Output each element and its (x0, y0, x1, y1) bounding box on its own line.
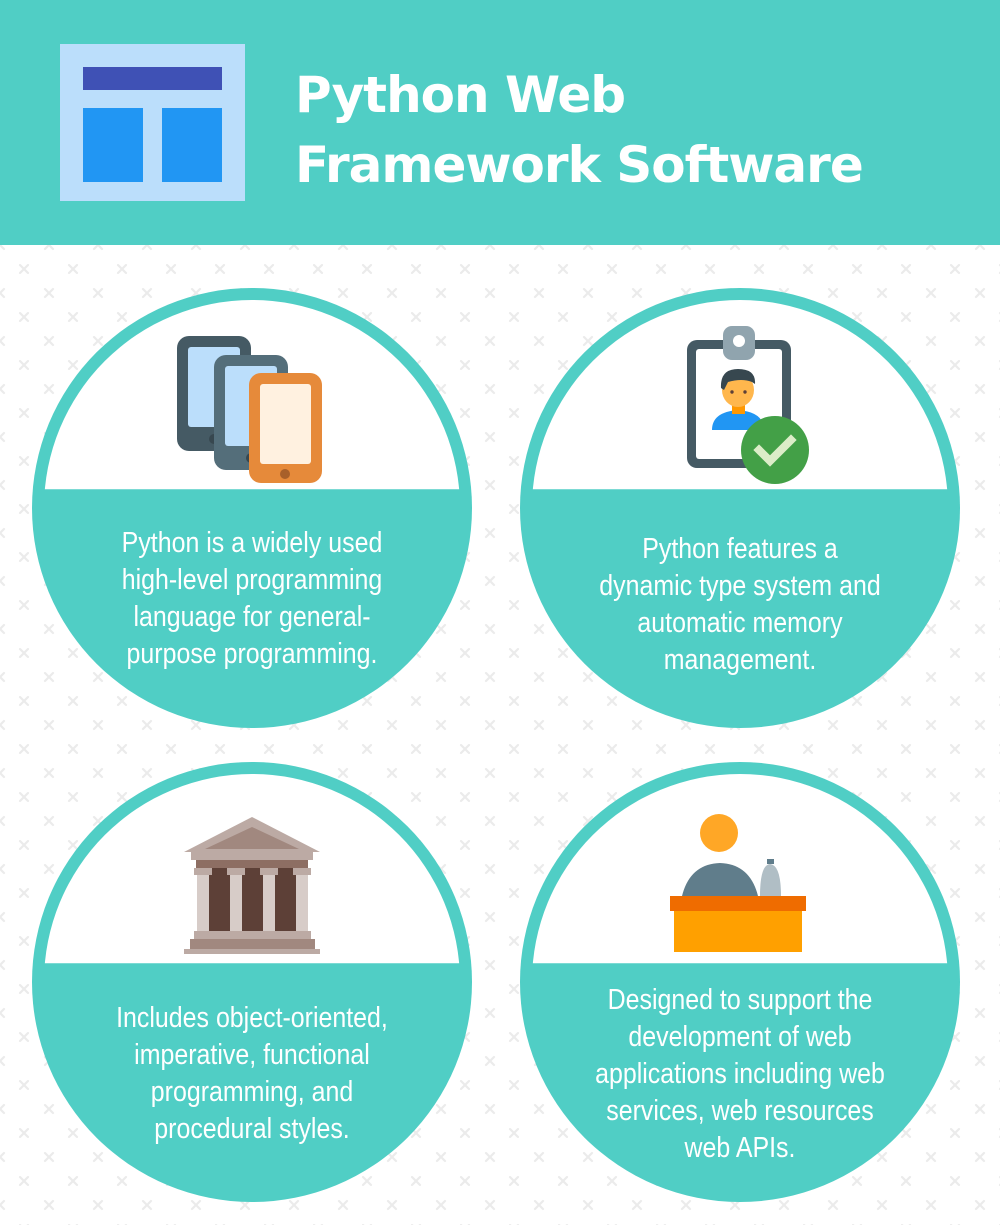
card-text-line: services, web resources (606, 1095, 874, 1127)
header-banner: Python Web Framework Software (0, 0, 1000, 245)
card-text-line: web APIs. (684, 1132, 796, 1164)
card-text-line: dynamic type system and (599, 570, 881, 602)
reception-desk-icon (670, 812, 810, 963)
card-description: Python is a widely used high-level progr… (97, 525, 407, 673)
layout-column-right (162, 108, 222, 182)
classical-building-icon (182, 814, 322, 954)
card-description: Designed to support the development of w… (585, 982, 895, 1167)
title-line-2: Framework Software (295, 136, 864, 194)
card-text-line: imperative, functional (134, 1039, 370, 1071)
card-text-line: Designed to support the (607, 984, 873, 1016)
card-text-line: programming, and (150, 1076, 354, 1108)
card-text-line: language for general- (133, 601, 371, 633)
card-text-line: high-level programming (121, 564, 383, 596)
feature-card-dynamic-types: Python features a dynamic type system an… (520, 288, 960, 728)
card-text-line: management. (663, 644, 817, 676)
mobile-devices-icon (177, 336, 327, 486)
card-text-line: Python is a widely used (121, 527, 383, 559)
card-text-line: automatic memory (637, 607, 843, 639)
layout-header-bar (83, 67, 222, 90)
card-text-line: procedural styles. (154, 1113, 350, 1145)
card-text-line: applications including web (595, 1058, 885, 1090)
layout-column-left (83, 108, 143, 182)
id-badge-verified-icon (670, 324, 810, 484)
card-description: Includes object-oriented, imperative, fu… (97, 1000, 407, 1148)
feature-card-paradigms: Includes object-oriented, imperative, fu… (32, 762, 472, 1202)
card-text-line: development of web (628, 1021, 852, 1053)
title-line-1: Python Web (295, 66, 626, 124)
card-text-line: Includes object-oriented, (116, 1002, 388, 1034)
feature-card-python-language: Python is a widely used high-level progr… (32, 288, 472, 728)
card-text-line: Python features a (642, 533, 838, 565)
card-text-line: purpose programming. (126, 638, 378, 670)
page-title: Python Web Framework Software (295, 60, 864, 200)
feature-card-web-applications: Designed to support the development of w… (520, 762, 960, 1202)
card-description: Python features a dynamic type system an… (585, 531, 895, 679)
web-layout-icon (60, 44, 245, 201)
